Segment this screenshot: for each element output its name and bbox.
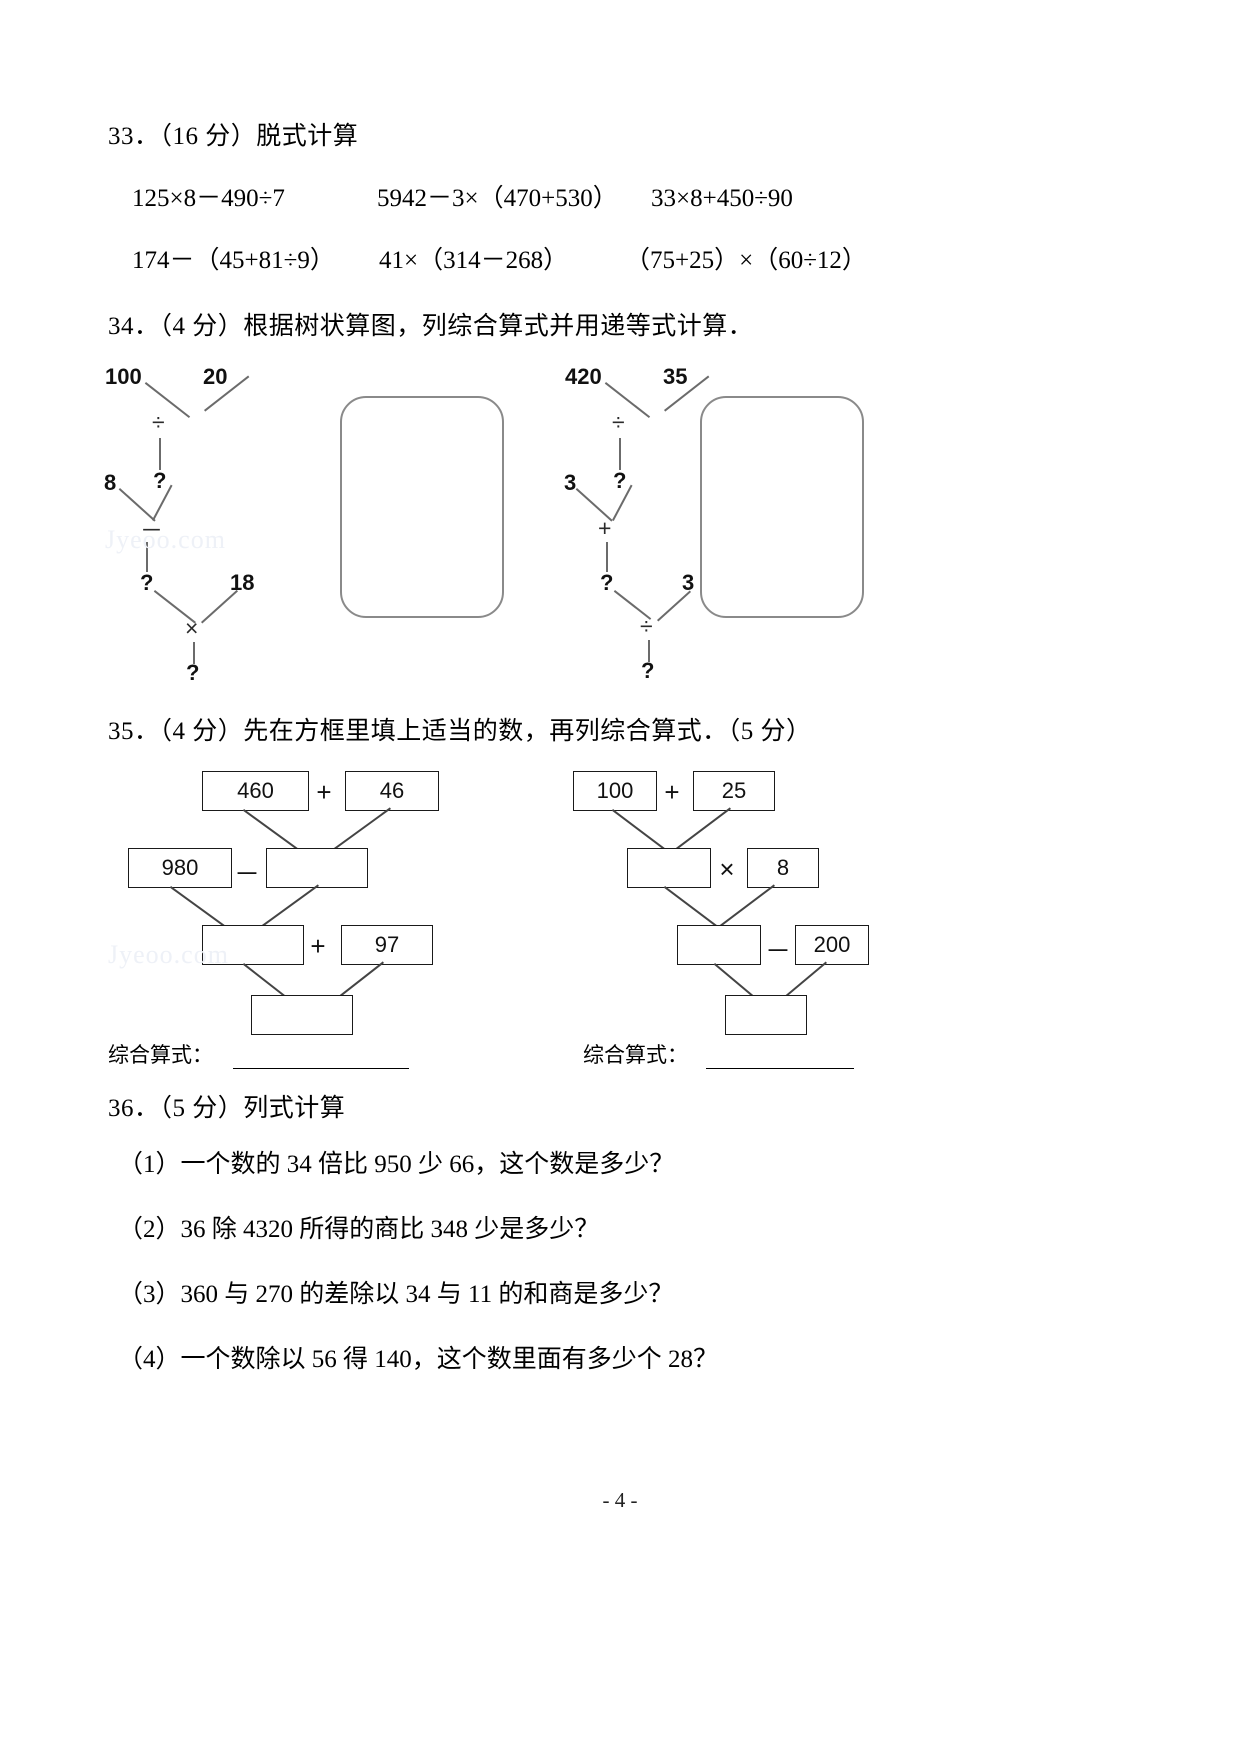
q34-left-tree-diagram: 100 20 ÷ ? 8 － ? 18 × ?	[100, 360, 400, 685]
q34-right-tree-diagram: 420 35 ÷ ? 3 + ? 3 ÷ ?	[560, 360, 860, 683]
box-product-blank[interactable]	[677, 925, 761, 965]
operator-plus-1: +	[664, 777, 680, 807]
box-100[interactable]: 100	[573, 771, 657, 811]
q35-answer-label-left: 综合算式：	[108, 1044, 213, 1067]
tree-node-420: 420	[565, 364, 602, 389]
q35-answer-label-right: 综合算式：	[583, 1044, 688, 1067]
tree-node-35: 35	[663, 364, 688, 389]
tree-node-8: 8	[104, 470, 117, 495]
operator-minus: －	[765, 936, 792, 966]
box-25[interactable]: 25	[693, 771, 775, 811]
question-36-heading: 36．（5 分）列式计算	[108, 1095, 346, 1122]
tree-node-20: 20	[203, 364, 228, 389]
q35-left-box-diagram: 460 + 46 980 － + 97	[126, 765, 506, 1055]
operator-plus-2: +	[310, 931, 326, 961]
operator-minus-1: －	[234, 859, 261, 889]
box-46[interactable]: 46	[345, 771, 439, 811]
q36-item-1: （1）一个数的 34 倍比 950 少 66，这个数是多少？	[118, 1151, 675, 1178]
box-97[interactable]: 97	[341, 925, 433, 965]
tree-node-unknown-2: ?	[140, 570, 154, 595]
tree-edge-div-to-result1	[619, 438, 621, 470]
tree-node-3-upper: 3	[564, 470, 577, 495]
q36-item-4: （4）一个数除以 56 得 140，这个数里面有多少个 28？	[118, 1346, 719, 1373]
watermark-lower: Jyeoo.com	[108, 940, 229, 969]
q35-answer-line-right[interactable]	[706, 1068, 854, 1069]
q34-answer-card-right[interactable]	[700, 396, 864, 618]
tree-operator-times: ×	[185, 615, 199, 641]
q33-expression-4: 174－（45+81÷9）	[132, 247, 335, 274]
tree-edge-plus-to-result2	[606, 542, 608, 572]
box-980[interactable]: 980	[128, 848, 232, 888]
tree-node-final-result: ?	[641, 658, 655, 683]
tree-edge-div-to-result1	[159, 438, 161, 470]
tree-edge-minus-to-result2	[146, 542, 148, 572]
q35-answer-line-left[interactable]	[233, 1068, 409, 1069]
tree-operator-divide-2: ÷	[640, 613, 653, 639]
box-8[interactable]: 8	[747, 848, 819, 888]
operator-times: ×	[719, 854, 735, 884]
tree-operator-divide-1: ÷	[612, 409, 625, 435]
tree-edge-div2-to-final	[648, 640, 650, 662]
q34-answer-card-left[interactable]	[340, 396, 504, 618]
q33-expression-6: （75+25）×（60÷12）	[625, 247, 867, 274]
q33-expression-1: 125×8－490÷7	[132, 185, 285, 212]
tree-node-unknown-1: ?	[153, 468, 167, 493]
page-number-footer: - 4 -	[602, 1488, 638, 1512]
q33-expression-5: 41×（314－268）	[379, 247, 569, 274]
box-sum-blank[interactable]	[627, 848, 711, 888]
tree-edge-18-to-times	[201, 589, 238, 624]
tree-node-final-result: ?	[186, 660, 200, 685]
box-total-blank[interactable]	[725, 995, 807, 1035]
tree-node-3-lower: 3	[682, 570, 695, 595]
tree-node-100: 100	[105, 364, 142, 389]
tree-node-unknown-2: ?	[600, 570, 614, 595]
tree-operator-plus: +	[598, 515, 612, 541]
tree-operator-divide-1: ÷	[152, 409, 165, 435]
question-35-heading: 35．（4 分）先在方框里填上适当的数，再列综合算式．（5 分）	[108, 718, 812, 745]
q36-item-2: （2）36 除 4320 所得的商比 348 少是多少？	[118, 1216, 600, 1243]
tree-edge-times-to-final	[193, 642, 195, 664]
tree-operator-minus: －	[140, 517, 163, 543]
tree-edge-3-to-div2	[657, 590, 691, 622]
box-sum-blank[interactable]	[266, 848, 368, 888]
box-diff-blank[interactable]	[202, 925, 304, 965]
q35-right-box-diagram: 100 + 25 × 8 － 200	[565, 765, 945, 1055]
box-200[interactable]: 200	[795, 925, 869, 965]
q33-expression-2: 5942－3×（470+530）	[377, 185, 618, 212]
question-34-heading: 34．（4 分）根据树状算图，列综合算式并用递等式计算．	[108, 313, 754, 340]
box-460[interactable]: 460	[202, 771, 309, 811]
q36-item-3: （3）360 与 270 的差除以 34 与 11 的和商是多少？	[118, 1281, 674, 1308]
operator-plus-1: +	[316, 777, 332, 807]
q33-expression-3: 33×8+450÷90	[651, 185, 793, 212]
tree-node-18: 18	[230, 570, 255, 595]
question-33-heading: 33．（16 分）脱式计算	[108, 123, 359, 150]
tree-node-unknown-1: ?	[613, 468, 627, 493]
watermark-left: Jyeoo.com	[105, 525, 226, 554]
box-total-blank[interactable]	[251, 995, 353, 1035]
